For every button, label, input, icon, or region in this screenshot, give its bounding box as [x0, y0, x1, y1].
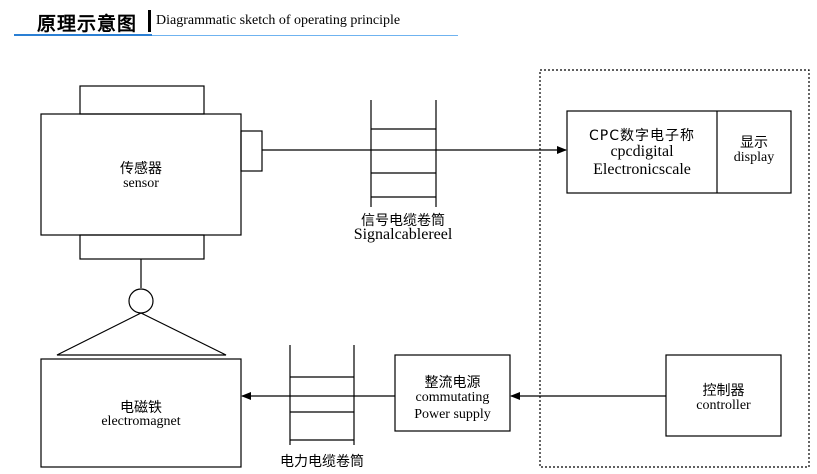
hook-ring-icon [128, 288, 154, 314]
scale-box [566, 110, 792, 194]
electromagnet-box [40, 358, 242, 468]
signal-reel-label-cn: 信号电缆卷筒 [361, 213, 445, 229]
scale-label-line3: Electronicscale [593, 161, 691, 178]
controller-label-cn: 控制器 [702, 383, 745, 399]
page-title: 原理示意图 [37, 13, 138, 35]
title-underline [14, 34, 152, 36]
title-divider [148, 10, 151, 32]
controller-label-en: controller [696, 398, 751, 413]
electromagnet-label-en: electromagnet [101, 414, 181, 429]
sensor-label-cn: 传感器 [120, 161, 162, 177]
display-label-cn: 显示 [740, 135, 768, 151]
display-label-en: display [733, 150, 775, 165]
power-supply-label-en2: Power supply [414, 407, 491, 422]
power-reel-label-cn: 电力电缆卷筒 [280, 454, 364, 470]
power-supply-label-cn: 整流电源 [424, 375, 481, 391]
scale-label-line1: CPC数字电子称 [589, 128, 695, 144]
sensor-connector [240, 130, 263, 172]
sensor-bottom-cap [79, 234, 205, 260]
page-subtitle: Diagrammatic sketch of operating princip… [156, 13, 401, 28]
subtitle-underline [152, 35, 458, 36]
signal-reel-label-en: Signalcablereel [353, 226, 453, 243]
sling-triangle [56, 312, 227, 356]
control-cabinet [539, 69, 810, 468]
power-supply-label-en1: commutating [415, 390, 490, 405]
electromagnet-label-cn: 电磁铁 [120, 400, 162, 416]
diagram-header: 原理示意图 Diagrammatic sketch of operating p… [0, 0, 817, 40]
scale-label-line2: cpcdigital [610, 143, 674, 160]
sensor-label-en: sensor [123, 176, 159, 191]
sensor-top-cap [79, 85, 205, 115]
